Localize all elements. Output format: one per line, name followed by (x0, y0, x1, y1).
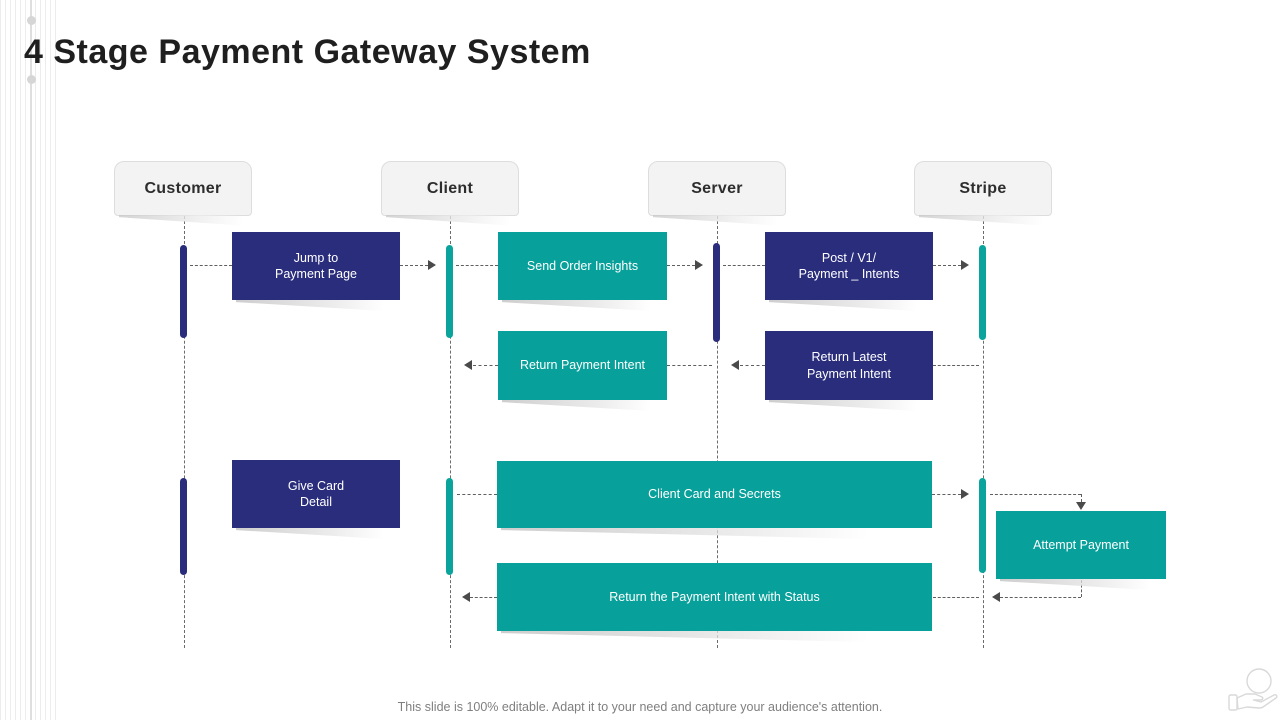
connector-dash (933, 365, 979, 366)
arrowhead-right-icon (695, 260, 703, 270)
arrowhead-left-icon (992, 592, 1000, 602)
message-box-client-card-and-secrets: Client Card and Secrets (497, 461, 932, 528)
connector-dash (190, 265, 232, 266)
connector-dash (473, 365, 498, 366)
message-box-post-v1-payment-intents: Post / V1/ Payment _ Intents (765, 232, 933, 300)
pinstripe-decoration (0, 0, 58, 720)
message-label: Client Card and Secrets (648, 487, 781, 502)
decorative-dot (27, 75, 36, 84)
lifeline-client (450, 216, 451, 648)
activation-bar-customer-2 (180, 478, 187, 575)
message-label: Send Order Insights (526, 258, 639, 273)
connector-dash (456, 265, 498, 266)
lane-header-label: Client (426, 179, 474, 197)
arrowhead-left-icon (464, 360, 472, 370)
message-box-jump-to-payment-page: Jump to Payment Page (232, 232, 400, 300)
connector-dash (400, 265, 428, 266)
connector-dash (1000, 597, 1081, 598)
lane-header-label: Server (691, 179, 743, 197)
connector-dash (667, 265, 695, 266)
message-box-send-order-insights: Send Order Insights (498, 232, 667, 300)
connector-dash (470, 597, 497, 598)
activation-bar-client-2 (446, 478, 453, 575)
message-label: Post / V1/ Payment _ Intents (798, 250, 900, 281)
connector-dash (990, 494, 1081, 495)
connector-dash (457, 494, 497, 495)
connector-dash (932, 494, 961, 495)
activation-bar-client-1 (446, 245, 453, 338)
activation-bar-server-1 (713, 243, 720, 342)
connector-dash (1081, 580, 1082, 597)
message-label: Return Latest Payment Intent (806, 350, 892, 381)
activation-bar-stripe-2 (979, 478, 986, 573)
message-box-return-payment-intent: Return Payment Intent (498, 331, 667, 400)
pinstripe-accent-line (30, 0, 32, 720)
connector-dash (667, 365, 712, 366)
activation-bar-customer-1 (180, 245, 187, 338)
message-box-return-latest-payment-intent: Return Latest Payment Intent (765, 331, 933, 400)
arrowhead-left-icon (731, 360, 739, 370)
hand-holding-sphere-logo-icon (1228, 668, 1278, 711)
connector-dash (933, 265, 961, 266)
lane-header-label: Customer (144, 179, 222, 197)
connector-dash (723, 265, 765, 266)
lifeline-stripe (983, 216, 984, 648)
lane-header-stripe: Stripe (914, 161, 1052, 216)
footer-note: This slide is 100% editable. Adapt it to… (397, 700, 883, 714)
connector-dash (933, 597, 979, 598)
lifeline-customer (184, 216, 185, 648)
message-label: Jump to Payment Page (275, 250, 357, 281)
decorative-dot (27, 16, 36, 25)
lane-header-customer: Customer (114, 161, 252, 216)
arrowhead-right-icon (428, 260, 436, 270)
message-box-return-payment-intent-with-status: Return the Payment Intent with Status (497, 563, 932, 631)
arrowhead-down-icon (1076, 502, 1086, 510)
lane-header-client: Client (381, 161, 519, 216)
connector-dash (1081, 494, 1082, 502)
message-label: Return the Payment Intent with Status (609, 589, 820, 604)
lifeline-server (717, 216, 718, 648)
activation-bar-stripe-1 (979, 245, 986, 340)
arrowhead-left-icon (462, 592, 470, 602)
connector-dash (740, 365, 765, 366)
lane-header-server: Server (648, 161, 786, 216)
page-title: 4 Stage Payment Gateway System (24, 33, 591, 71)
message-label: Return Payment Intent (519, 358, 646, 373)
message-box-give-card-detail: Give Card Detail (232, 460, 400, 528)
message-label: Give Card Detail (287, 478, 345, 509)
message-label: Attempt Payment (1033, 537, 1129, 552)
message-box-attempt-payment: Attempt Payment (996, 511, 1166, 579)
arrowhead-right-icon (961, 260, 969, 270)
arrowhead-right-icon (961, 489, 969, 499)
lane-header-label: Stripe (959, 179, 1007, 197)
